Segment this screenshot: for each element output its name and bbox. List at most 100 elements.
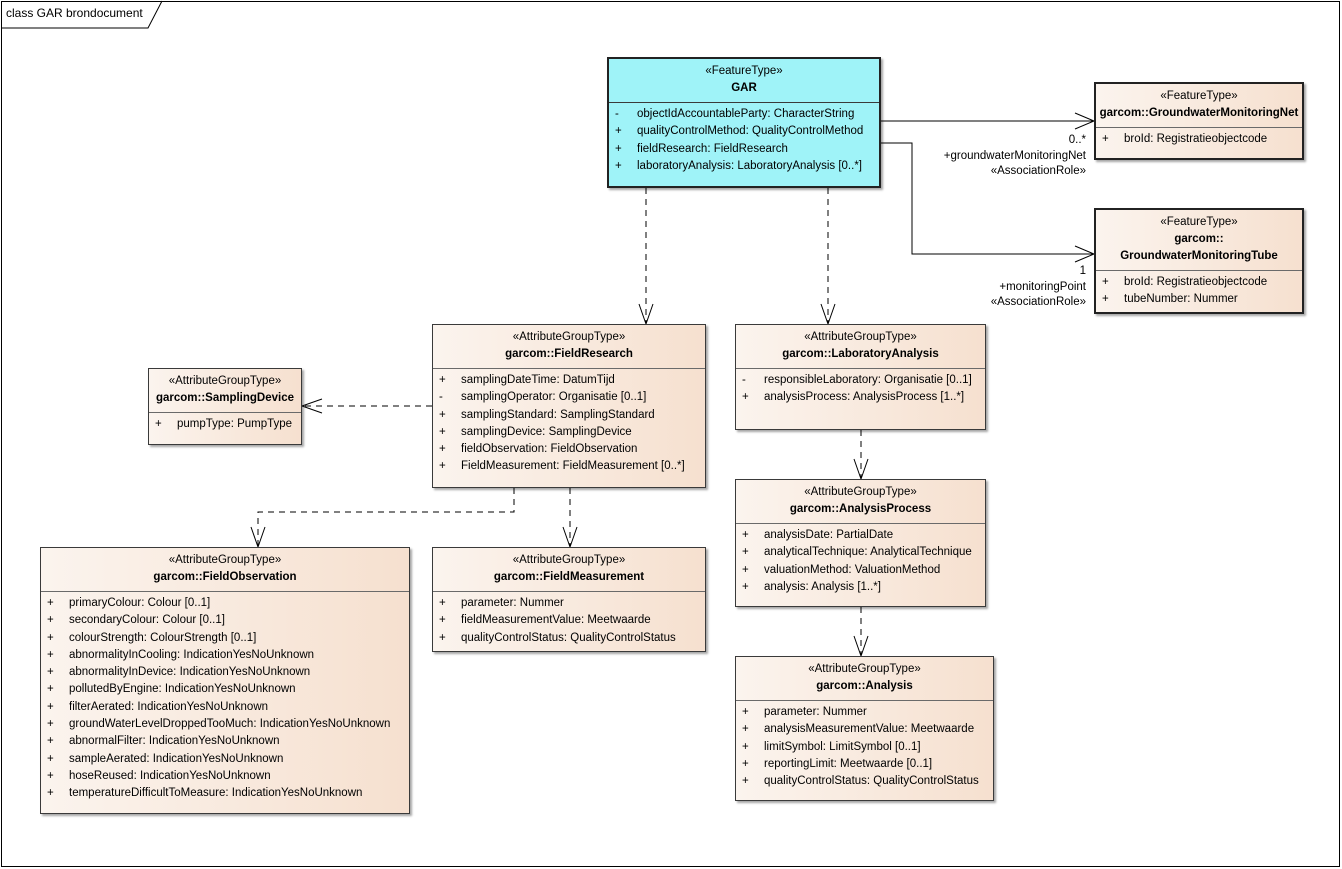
visibility-marker: + bbox=[742, 391, 749, 404]
association-net[interactable] bbox=[880, 112, 1096, 130]
class-gar[interactable]: «FeatureType» GAR -objectIdAccountablePa… bbox=[607, 57, 881, 188]
class-stereotype: «AttributeGroupType» bbox=[168, 554, 282, 566]
visibility-marker: + bbox=[47, 597, 54, 609]
visibility-marker: + bbox=[155, 418, 162, 430]
attribute-text: fieldObservation: FieldObservation bbox=[461, 443, 638, 456]
attribute-row[interactable]: + sampleAerated: IndicationYesNoUnknown bbox=[41, 751, 409, 768]
attribute-row[interactable]: +FieldMeasurement: FieldMeasurement [0..… bbox=[433, 458, 705, 475]
class-laboratory-analysis[interactable]: «AttributeGroupType» garcom::LaboratoryA… bbox=[735, 324, 986, 430]
attribute-text: responsibleLaboratory: Organisatie [0..1… bbox=[764, 374, 972, 386]
class-stereotype: «AttributeGroupType» bbox=[804, 331, 917, 343]
attribute-row[interactable]: +fieldResearch: FieldResearch bbox=[609, 141, 879, 158]
attribute-row[interactable]: +limitSymbol: LimitSymbol [0..1] bbox=[736, 739, 993, 756]
attribute-row[interactable]: +analysis: Analysis [1..*] bbox=[736, 579, 985, 596]
visibility-marker: + bbox=[742, 723, 749, 736]
class-field-research[interactable]: «AttributeGroupType» garcom::FieldResear… bbox=[432, 324, 706, 488]
attribute-text: parameter: Nummer bbox=[461, 597, 564, 609]
attribute-row[interactable]: +analysisMeasurementValue: Meetwaarde bbox=[736, 721, 993, 738]
dependency-fieldresearch-fieldobservation[interactable] bbox=[250, 488, 515, 549]
attribute-row[interactable]: -objectIdAccountableParty: CharacterStri… bbox=[609, 106, 879, 123]
attribute-row[interactable]: +pollutedByEngine: IndicationYesNoUnknow… bbox=[41, 681, 409, 698]
class-sampling-device[interactable]: «AttributeGroupType» garcom::SamplingDev… bbox=[148, 368, 302, 445]
visibility-marker: - bbox=[615, 108, 619, 120]
attribute-row[interactable]: +qualityControlMethod: QualityControlMet… bbox=[609, 123, 879, 140]
attribute-row[interactable]: +fieldMeasurementValue: Meetwaarde bbox=[433, 612, 705, 629]
attribute-text: analysisDate: PartialDate bbox=[764, 529, 894, 541]
class-analysis[interactable]: «AttributeGroupType» garcom::Analysis +p… bbox=[735, 656, 994, 801]
attribute-text: analysisProcess: AnalysisProcess [1..*] bbox=[764, 391, 965, 404]
class-field-measurement[interactable]: «AttributeGroupType» garcom::FieldMeasur… bbox=[432, 547, 706, 652]
attribute-row[interactable]: +qualityControlStatus: QualityControlSta… bbox=[736, 773, 993, 790]
attribute-row[interactable]: +temperatureDifficultToMeasure: Indicati… bbox=[41, 785, 409, 802]
association-tube-labels: 1 +monitoringPoint «AssociationRole» bbox=[991, 264, 1086, 311]
class-field-observation[interactable]: «AttributeGroupType» garcom::FieldObserv… bbox=[40, 547, 410, 814]
attribute-row[interactable]: +laboratoryAnalysis: LaboratoryAnalysis … bbox=[609, 158, 879, 175]
visibility-marker: + bbox=[47, 666, 54, 679]
visibility-marker: + bbox=[742, 580, 749, 593]
attribute-row[interactable]: +broId: Registratieobjectcode bbox=[1096, 131, 1302, 148]
class-analysis-process[interactable]: «AttributeGroupType» garcom::AnalysisPro… bbox=[735, 479, 986, 607]
association-tube-stereotype: «AssociationRole» bbox=[990, 296, 1086, 308]
class-name: garcom::LaboratoryAnalysis bbox=[782, 348, 939, 360]
visibility-marker: + bbox=[742, 546, 749, 559]
attribute-row[interactable]: +filterAerated: IndicationYesNoUnknown bbox=[41, 699, 409, 716]
dependency-fieldresearch-fieldmeasurement[interactable] bbox=[562, 488, 578, 549]
attribute-text: broId: Registratieobjectcode bbox=[1124, 276, 1268, 288]
attribute-text: FieldMeasurement: FieldMeasurement [0..*… bbox=[461, 460, 685, 473]
attribute-row[interactable]: +secondaryColour: Colour [0..1] bbox=[41, 612, 409, 629]
attribute-row[interactable]: +samplingStandard: SamplingStandard bbox=[433, 407, 705, 424]
attribute-text: temperatureDifficultToMeasure: Indicatio… bbox=[69, 787, 363, 800]
visibility-marker: + bbox=[47, 769, 54, 782]
class-name-line1: garcom:: bbox=[1174, 233, 1224, 245]
class-stereotype: «AttributeGroupType» bbox=[512, 554, 626, 566]
attribute-row[interactable]: +tubeNumber: Nummer bbox=[1096, 291, 1302, 308]
visibility-marker: + bbox=[615, 142, 622, 155]
attribute-row[interactable]: +abnormalityInDevice: IndicationYesNoUnk… bbox=[41, 664, 409, 681]
attribute-row[interactable]: +fieldObservation: FieldObservation bbox=[433, 441, 705, 458]
visibility-marker: + bbox=[742, 775, 749, 788]
class-name: garcom::Analysis bbox=[816, 680, 913, 692]
attribute-row[interactable]: +samplingDateTime: DatumTijd bbox=[433, 372, 705, 389]
dependency-analysisprocess-analysis[interactable] bbox=[853, 607, 869, 658]
attribute-row[interactable]: +qualityControlStatus: QualityControlSta… bbox=[433, 630, 705, 647]
visibility-marker: + bbox=[47, 752, 54, 765]
attribute-row[interactable]: +analysisDate: PartialDate bbox=[736, 527, 985, 544]
attribute-row[interactable]: +parameter: Nummer bbox=[736, 704, 993, 721]
dependency-gar-fieldresearch[interactable] bbox=[638, 188, 654, 326]
attribute-row[interactable]: +abnormalFilter: IndicationYesNoUnknown bbox=[41, 733, 409, 750]
class-name: GAR bbox=[731, 82, 757, 94]
attribute-list: +parameter: Nummer+fieldMeasurementValue… bbox=[433, 592, 705, 649]
attribute-row[interactable]: +reportingLimit: Meetwaarde [0..1] bbox=[736, 756, 993, 773]
attribute-row[interactable]: +samplingDevice: SamplingDevice bbox=[433, 424, 705, 441]
attribute-row[interactable]: -samplingOperator: Organisatie [0..1] bbox=[433, 389, 705, 406]
attribute-row[interactable]: +analyticalTechnique: AnalyticalTechniqu… bbox=[736, 544, 985, 561]
dependency-fieldresearch-samplingdevice[interactable] bbox=[300, 398, 432, 414]
attribute-row[interactable]: +valuationMethod: ValuationMethod bbox=[736, 562, 985, 579]
attribute-row[interactable]: + analysisProcess: AnalysisProcess [1..*] bbox=[736, 389, 985, 406]
attribute-row[interactable]: +broId: Registratieobjectcode bbox=[1096, 274, 1302, 291]
attribute-list: -responsibleLaboratory: Organisatie [0..… bbox=[736, 369, 985, 409]
class-groundwater-monitoring-tube[interactable]: «FeatureType» garcom:: GroundwaterMonito… bbox=[1094, 208, 1304, 314]
attribute-row[interactable]: +colourStrength: ColourStrength [0..1] bbox=[41, 630, 409, 647]
attribute-row[interactable]: -responsibleLaboratory: Organisatie [0..… bbox=[736, 372, 985, 389]
dependency-gar-laboratoryanalysis[interactable] bbox=[820, 188, 836, 326]
class-groundwater-monitoring-net[interactable]: «FeatureType» garcom::GroundwaterMonitor… bbox=[1094, 82, 1304, 160]
attribute-list: +broId: Registratieobjectcode+tubeNumber… bbox=[1096, 271, 1302, 311]
attribute-list: +analysisDate: PartialDate+analyticalTec… bbox=[736, 524, 985, 598]
attribute-row[interactable]: +hoseReused: IndicationYesNoUnknown bbox=[41, 768, 409, 785]
attribute-row[interactable]: +abnormalityInCooling: IndicationYesNoUn… bbox=[41, 647, 409, 664]
visibility-marker: + bbox=[1102, 133, 1109, 145]
attribute-row[interactable]: +parameter: Nummer bbox=[433, 595, 705, 612]
attribute-row[interactable]: +groundWaterLevelDroppedTooMuch: Indicat… bbox=[41, 716, 409, 733]
class-stereotype: «AttributeGroupType» bbox=[512, 331, 626, 343]
attribute-text: limitSymbol: LimitSymbol [0..1] bbox=[764, 740, 921, 753]
attribute-row[interactable]: +pumpType: PumpType bbox=[149, 416, 301, 433]
attribute-list: -objectIdAccountableParty: CharacterStri… bbox=[609, 103, 879, 177]
attribute-text: sampleAerated: IndicationYesNoUnknown bbox=[69, 752, 284, 765]
attribute-row[interactable]: +primaryColour: Colour [0..1] bbox=[41, 595, 409, 612]
visibility-marker: + bbox=[439, 374, 446, 386]
dependency-laboratoryanalysis-analysisprocess[interactable] bbox=[853, 430, 869, 481]
class-name: garcom::FieldMeasurement bbox=[493, 571, 645, 583]
class-name: garcom::FieldResearch bbox=[505, 348, 633, 360]
